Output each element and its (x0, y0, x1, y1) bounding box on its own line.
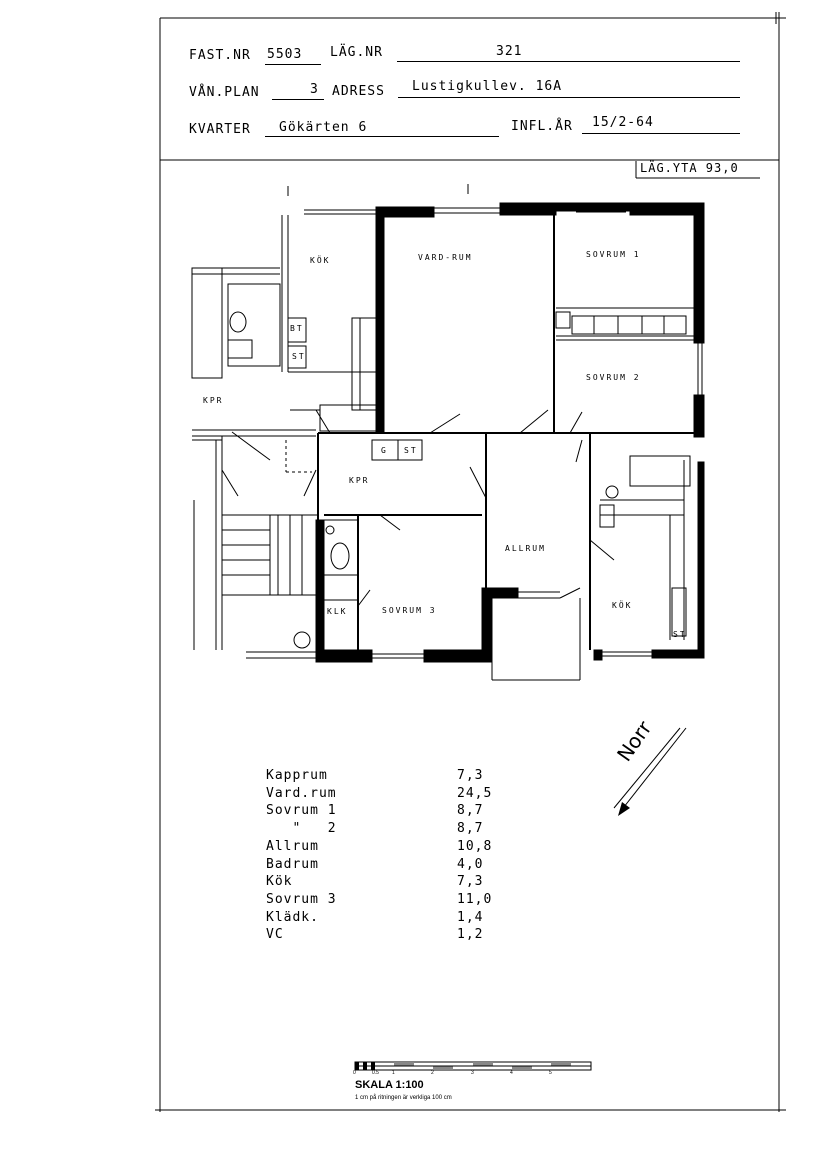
fast-nr-label: FAST.NR (189, 48, 251, 63)
van-plan-value: 3 (310, 82, 319, 97)
infl-ar-label: INFL.ÅR (511, 119, 573, 134)
area-value: 10,8 (457, 838, 493, 854)
room-sovrum2: SOVRUM 2 (586, 373, 641, 382)
scale-tick-label: 0 (353, 1070, 356, 1076)
scale-tick-label: 2 (431, 1070, 434, 1076)
room-vardrum: VARD-RUM (418, 253, 473, 262)
room-kok-right: KÖK (612, 601, 633, 610)
area-value: 24,5 (457, 785, 493, 801)
adress-value: Lustigkullev. 16A (412, 79, 563, 94)
room-st2: ST (404, 446, 418, 455)
lag-yta-label: LÄG.YTA 93,0 (640, 161, 739, 175)
area-value: 1,4 (457, 909, 484, 925)
scale-tick-label: 3 (471, 1070, 474, 1076)
area-name: " 2 (266, 821, 337, 837)
kvarter-label: KVARTER (189, 122, 251, 137)
kvarter-value: Gökärten 6 (279, 120, 368, 135)
room-kpr-mid: KPR (349, 476, 370, 485)
area-name: Allrum (266, 838, 319, 854)
room-klk: KLK (327, 607, 348, 616)
area-value: 8,7 (457, 803, 484, 819)
room-sovrum3: SOVRUM 3 (382, 606, 437, 615)
room-allrum: ALLRUM (505, 544, 546, 553)
room-kpr-left: KPR (203, 396, 224, 405)
room-g: G (381, 446, 388, 455)
scale-tick-label: 0.5 (372, 1070, 379, 1076)
area-name: Kapprum (266, 768, 328, 783)
area-name: Sovrum 3 (266, 891, 337, 907)
scale-title: SKALA 1:100 (355, 1079, 424, 1091)
scale-tick-label: 4 (510, 1070, 513, 1076)
area-name: Badrum (266, 856, 319, 872)
scale-tick-label: 5 (549, 1070, 552, 1076)
area-value: 1,2 (457, 927, 484, 943)
area-value: 4,0 (457, 856, 484, 872)
area-value: 11,0 (457, 891, 493, 907)
lag-nr-value: 321 (496, 44, 523, 59)
scale-tick-label: 1 (392, 1070, 395, 1076)
fast-nr-value: 5503 (267, 47, 303, 62)
room-kok-top: KÖK (310, 256, 331, 265)
area-value: 8,7 (457, 821, 484, 837)
area-value: 7,3 (457, 768, 484, 783)
infl-ar-value: 15/2-64 (592, 115, 654, 130)
area-name: Sovrum 1 (266, 803, 337, 819)
north-arrow-icon (613, 727, 687, 816)
area-name: Klädk. (266, 909, 319, 925)
area-name: Vard.rum (266, 785, 337, 801)
room-st1: ST (292, 352, 306, 361)
scale-note: 1 cm på ritningen är verkliga 100 cm (355, 1095, 452, 1101)
room-sovrum1: SOVRUM 1 (586, 250, 641, 259)
van-plan-label: VÅN.PLAN (189, 85, 260, 100)
area-value: 7,3 (457, 874, 484, 890)
room-st3: ST (673, 630, 687, 639)
area-name: Kök (266, 874, 293, 890)
lag-nr-label: LÄG.NR (330, 45, 383, 60)
scale-bar (354, 1061, 592, 1071)
adress-label: ADRESS (332, 84, 385, 99)
area-name: VC (266, 927, 284, 943)
room-bt: BT (290, 324, 304, 333)
